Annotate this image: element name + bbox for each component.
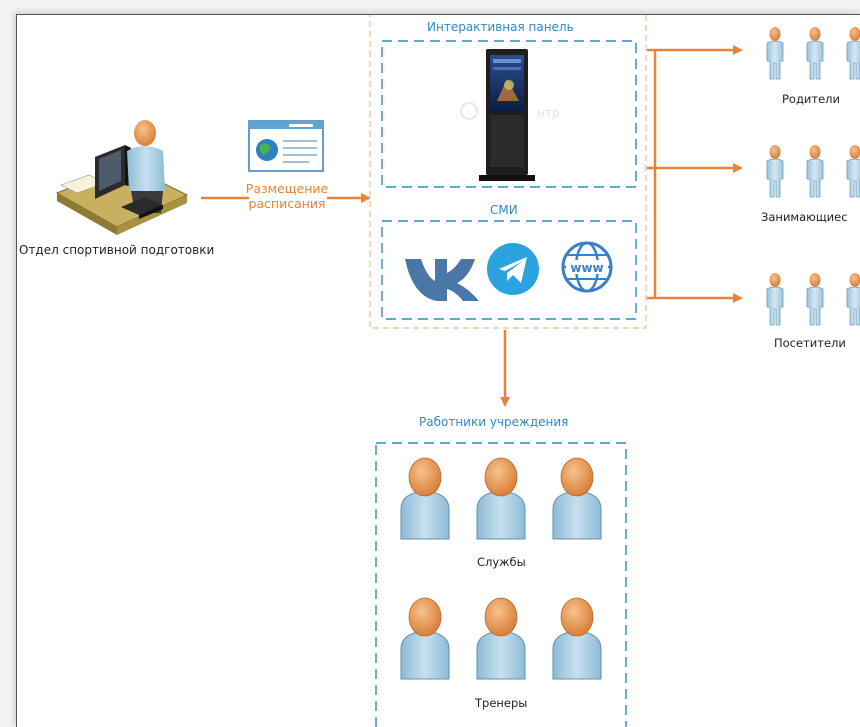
staff-group-label-services: Службы [477,555,526,569]
workstation-icon [57,120,187,235]
audience-label-visitors: Посетители [774,336,846,350]
person-icon-athletes-3 [847,145,860,197]
person-icon-athletes-2 [807,145,823,197]
person-icon-parents-1 [767,27,783,79]
schedule-webpage-icon [249,121,323,171]
svg-text:www: www [570,261,603,275]
diagram-graphics: www [17,15,860,727]
person-icon-coaches-2 [477,598,525,679]
person-icon-services-2 [477,458,525,539]
publish-step-line2: расписания [239,196,335,211]
watermark-logo-icon [461,103,477,119]
source-label: Отдел спортивной подготовки [19,243,214,257]
media-title: СМИ [490,203,518,217]
person-icon-parents-2 [807,27,823,79]
person-icon-coaches-1 [401,598,449,679]
staff-title: Работники учреждения [419,415,568,429]
audience-label-parents: Родители [782,92,840,106]
person-icon-visitors-2 [807,273,823,325]
person-icon-visitors-3 [847,273,860,325]
staff-group-label-coaches: Тренеры [475,696,527,710]
telegram-icon [487,243,539,295]
person-icon-services-3 [553,458,601,539]
audience-label-athletes: Занимающиес [761,210,848,224]
vk-icon [405,259,479,301]
www-globe-icon: www [563,243,611,291]
panel-title: Интерактивная панель [427,20,574,34]
audience-people [767,27,860,325]
diagram-canvas: www Отдел спортивной подготовки Размещен… [16,14,860,727]
person-icon-visitors-1 [767,273,783,325]
publish-step-label: Размещение расписания [239,181,335,211]
person-icon-coaches-3 [553,598,601,679]
person-icon-services-1 [401,458,449,539]
interactive-kiosk-icon [461,49,535,181]
panel-watermark: нтр [537,106,559,120]
publish-step-line1: Размещение [239,181,335,196]
person-icon-parents-3 [847,27,860,79]
person-icon-athletes-1 [767,145,783,197]
